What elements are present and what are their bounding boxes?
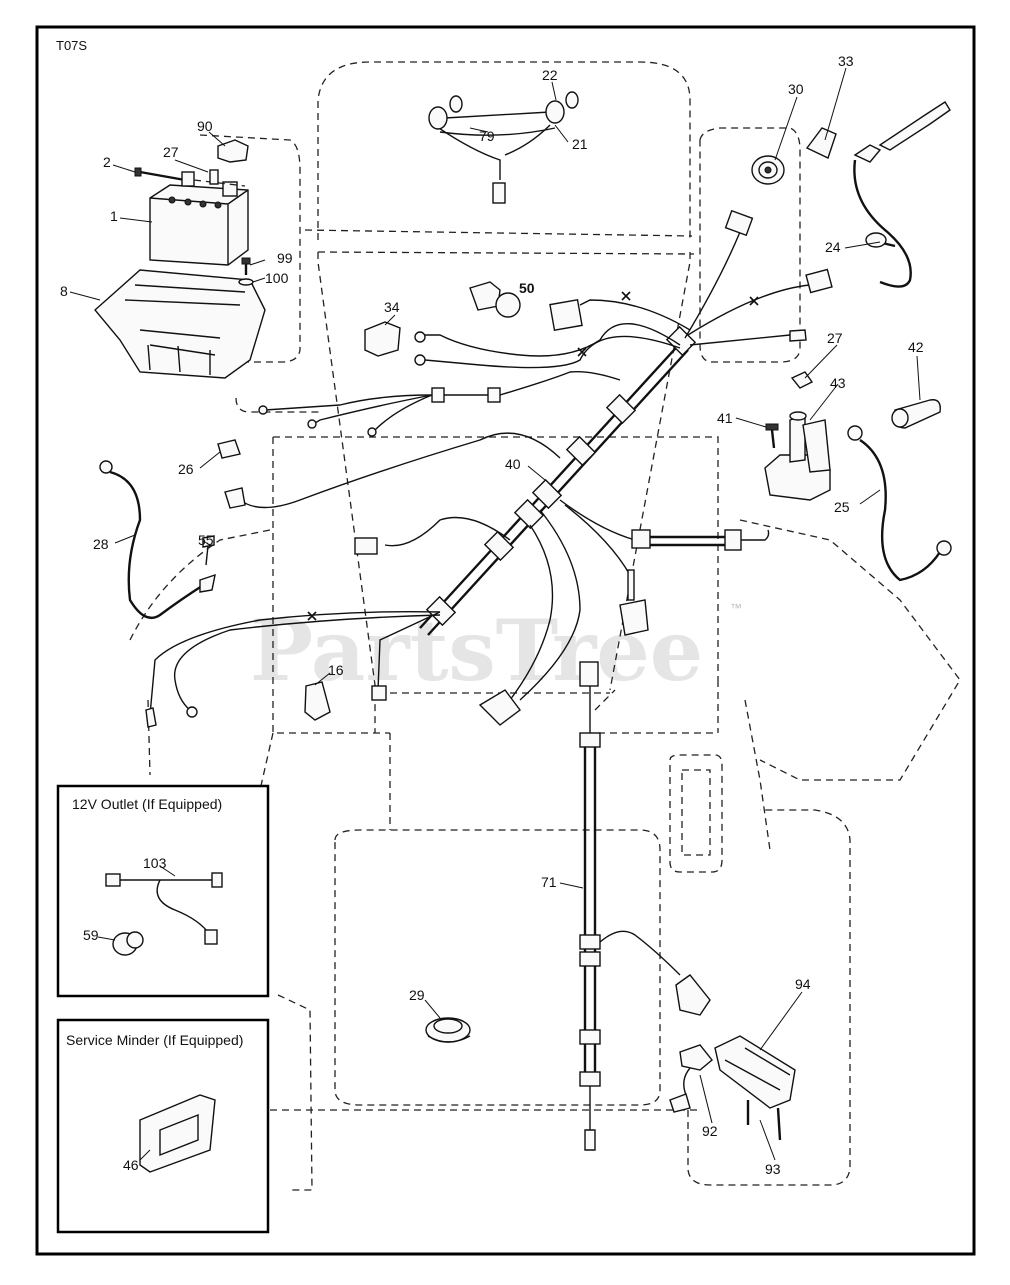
callout-27b: 27 xyxy=(827,330,843,346)
callout-28: 28 xyxy=(93,536,109,552)
callout-99: 99 xyxy=(277,250,293,266)
battery-cable-right xyxy=(853,101,951,288)
fuel-gauge xyxy=(425,1017,471,1043)
callout-50: 50 xyxy=(519,280,535,296)
inset-12v-title: 12V Outlet (If Equipped) xyxy=(72,796,222,812)
callout-29: 29 xyxy=(409,987,425,1003)
callout-1: 1 xyxy=(110,208,118,224)
battery-hold-bolt xyxy=(238,257,254,286)
callout-24: 24 xyxy=(825,239,841,255)
callout-16: 16 xyxy=(328,662,344,678)
rear-wire-harness xyxy=(579,661,711,1151)
callout-27: 27 xyxy=(163,144,179,160)
callout-25: 25 xyxy=(834,499,850,515)
solenoid-cable xyxy=(847,425,952,582)
watermark-trademark: ™ xyxy=(730,601,742,615)
ground-screw xyxy=(202,535,215,566)
relay xyxy=(304,681,331,721)
ignition-key xyxy=(805,127,837,159)
battery-bolt xyxy=(134,167,246,187)
callout-42: 42 xyxy=(908,339,924,355)
battery-tray xyxy=(94,269,266,379)
clutch-switch xyxy=(364,321,401,357)
callout-90: 90 xyxy=(197,118,213,134)
callout-33: 33 xyxy=(838,53,854,69)
terminal-boot xyxy=(891,399,941,429)
pto-switch xyxy=(714,1035,796,1141)
callout-46: 46 xyxy=(123,1157,139,1173)
fuse xyxy=(217,439,241,459)
diagram-frame xyxy=(35,25,976,1256)
callout-92: 92 xyxy=(702,1123,718,1139)
solenoid xyxy=(764,371,831,501)
diagram-code: T07S xyxy=(56,38,87,53)
main-wire-harness xyxy=(145,209,833,728)
ground-cable xyxy=(99,460,216,620)
callout-26: 26 xyxy=(178,461,194,477)
callout-79: 79 xyxy=(479,128,495,144)
battery-cover-clip xyxy=(217,139,249,163)
callout-93: 93 xyxy=(765,1161,781,1177)
callout-100: 100 xyxy=(265,270,289,286)
callout-30: 30 xyxy=(788,81,804,97)
callout-55: 55 xyxy=(198,532,214,548)
headlight-assembly xyxy=(428,91,579,204)
ignition-switch xyxy=(751,155,785,185)
callout-22: 22 xyxy=(542,67,558,83)
callout-labels: 90 2 27 1 99 100 8 22 79 21 30 33 24 34 … xyxy=(60,53,924,1177)
battery xyxy=(149,181,249,266)
inset-service-title: Service Minder (If Equipped) xyxy=(66,1032,243,1048)
callout-21: 21 xyxy=(572,136,588,152)
callout-34: 34 xyxy=(384,299,400,315)
wire-cut-marks xyxy=(307,291,759,621)
seat-switch xyxy=(469,281,521,318)
inset-12v-outlet: 12V Outlet (If Equipped) xyxy=(56,784,270,998)
pto-connector xyxy=(669,1044,713,1113)
callout-41: 41 xyxy=(717,410,733,426)
callout-59: 59 xyxy=(83,927,99,943)
callout-8: 8 xyxy=(60,283,68,299)
callout-43: 43 xyxy=(830,375,846,391)
callout-103: 103 xyxy=(143,855,167,871)
callout-40: 40 xyxy=(505,456,521,472)
label-card xyxy=(549,298,583,332)
callout-2: 2 xyxy=(103,154,111,170)
inset-service-minder: Service Minder (If Equipped) xyxy=(56,1018,270,1234)
callout-71: 71 xyxy=(541,874,557,890)
callout-94: 94 xyxy=(795,976,811,992)
